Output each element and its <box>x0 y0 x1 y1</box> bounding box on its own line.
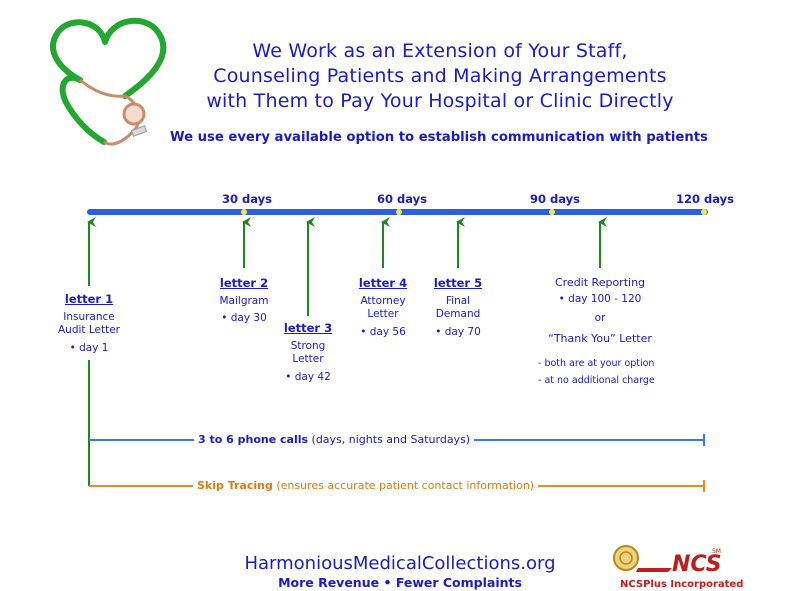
letter3-line-2: Letter <box>292 353 324 365</box>
letter1-line-2: Audit Letter <box>57 324 120 336</box>
thank-you-letter: “Thank You” Letter <box>548 332 652 345</box>
letter1-title: letter 1 <box>64 292 114 306</box>
footer-url: HarmoniousMedicalCollections.org <box>244 553 556 574</box>
footer-tagline: More Revenue • Fewer Complaints <box>200 575 600 590</box>
header: We Work as an Extension of Your Staff, C… <box>180 40 700 112</box>
credit-or: or <box>594 312 606 324</box>
logo-mark: NCS <box>672 552 722 577</box>
title-line-3: with Them to Pay Your Hospital or Clinic… <box>206 90 674 112</box>
logo-sm: SM <box>712 548 721 555</box>
timeline-dot-60 <box>396 209 402 215</box>
letter1-line-1: Insurance <box>63 311 115 323</box>
stethoscope-heart-icon <box>50 17 167 146</box>
step-letter3: letter 3 Strong Letter • day 42 <box>269 321 347 384</box>
subtitle: We use every available option to establi… <box>170 130 708 145</box>
letter4-line-2: Letter <box>367 308 399 320</box>
letter2-line-1: Mailgram <box>219 295 269 307</box>
letter5-day: • day 70 <box>435 326 481 338</box>
credit-note-1: - both are at your option <box>538 358 655 369</box>
step-letter1: letter 1 Insurance Audit Letter • day 1 <box>50 292 128 355</box>
credit-title: Credit Reporting <box>554 276 646 289</box>
letter3-line-1: Strong <box>290 340 326 352</box>
letter4-title: letter 4 <box>358 276 408 290</box>
marker-60-days: 60 days <box>377 192 427 206</box>
letter1-day: • day 1 <box>69 342 109 354</box>
marker-90-days: 90 days <box>530 192 580 206</box>
tagline-a: More Revenue <box>278 575 380 590</box>
credit-note-2: - at no additional charge <box>538 375 655 386</box>
skip-tracing-rest: (ensures accurate patient contact inform… <box>276 479 535 492</box>
step-letter2: letter 2 Mailgram • day 30 <box>205 276 283 325</box>
phone-calls-rest: (days, nights and Saturdays) <box>311 433 471 446</box>
title-line-2: Counseling Patients and Making Arrangeme… <box>213 65 667 87</box>
phone-calls-label: 3 to 6 phone calls (days, nights and Sat… <box>194 433 475 446</box>
skip-tracing-bold: Skip Tracing <box>197 479 273 492</box>
tagline-sep: • <box>383 575 392 590</box>
company-name: NCSPlus Incorporated <box>620 579 744 590</box>
tagline-b: Fewer Complaints <box>395 575 522 590</box>
skip-tracing-label: Skip Tracing (ensures accurate patient c… <box>193 479 539 492</box>
step-letter5: letter 5 Final Demand • day 70 <box>419 276 497 339</box>
timeline-dot-30 <box>241 209 247 215</box>
ncs-logo-icon: NCS SM <box>613 545 722 577</box>
letter5-line-1: Final <box>445 295 471 307</box>
title-line-1: We Work as an Extension of Your Staff, <box>252 40 628 62</box>
credit-range: • day 100 - 120 <box>558 293 642 305</box>
step-letter4: letter 4 Attorney Letter • day 56 <box>344 276 422 339</box>
letter5-title: letter 5 <box>433 276 483 290</box>
letter5-line-2: Demand <box>435 308 481 320</box>
marker-30-days: 30 days <box>222 192 272 206</box>
timeline-dot-120 <box>701 209 707 215</box>
letter2-day: • day 30 <box>221 312 267 324</box>
phone-calls-bold: 3 to 6 phone calls <box>198 433 309 446</box>
letter3-title: letter 3 <box>283 321 333 335</box>
timeline-dot-90 <box>549 209 555 215</box>
letter3-day: • day 42 <box>285 371 331 383</box>
marker-120-days: 120 days <box>676 192 734 206</box>
letter4-day: • day 56 <box>360 326 406 338</box>
letter4-line-1: Attorney <box>360 295 406 307</box>
step-credit-reporting: Credit Reporting • day 100 - 120 or “Tha… <box>520 276 680 345</box>
letter2-title: letter 2 <box>219 276 269 290</box>
